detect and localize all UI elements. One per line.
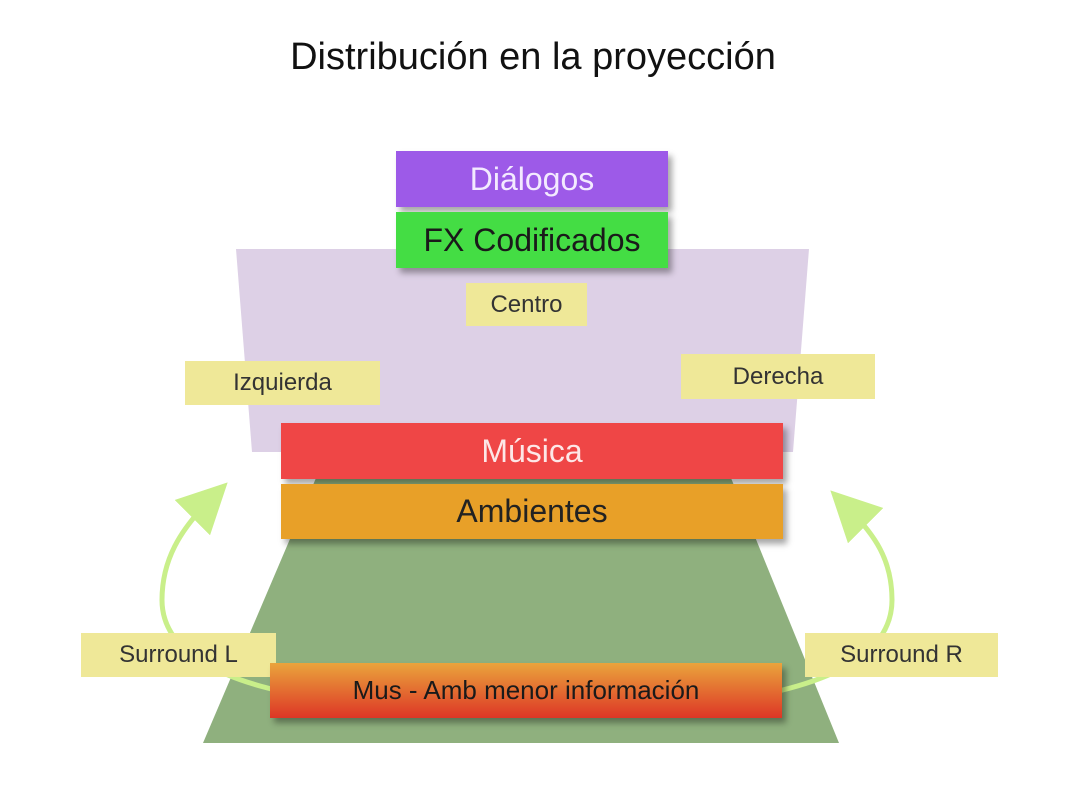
label-surround-r: Surround R	[805, 633, 998, 677]
bar-surround-info: Mus - Amb menor información	[270, 663, 782, 718]
bar-fx-codificados: FX Codificados	[396, 212, 668, 268]
page-title: Distribución en la proyección	[290, 36, 776, 78]
bar-ambientes: Ambientes	[281, 484, 783, 539]
label-centro: Centro	[466, 283, 587, 326]
bar-musica: Música	[281, 423, 783, 479]
label-izquierda: Izquierda	[185, 361, 380, 405]
bar-dialogos: Diálogos	[396, 151, 668, 207]
label-surround-l: Surround L	[81, 633, 276, 677]
label-derecha: Derecha	[681, 354, 875, 399]
screen-area	[236, 249, 809, 452]
